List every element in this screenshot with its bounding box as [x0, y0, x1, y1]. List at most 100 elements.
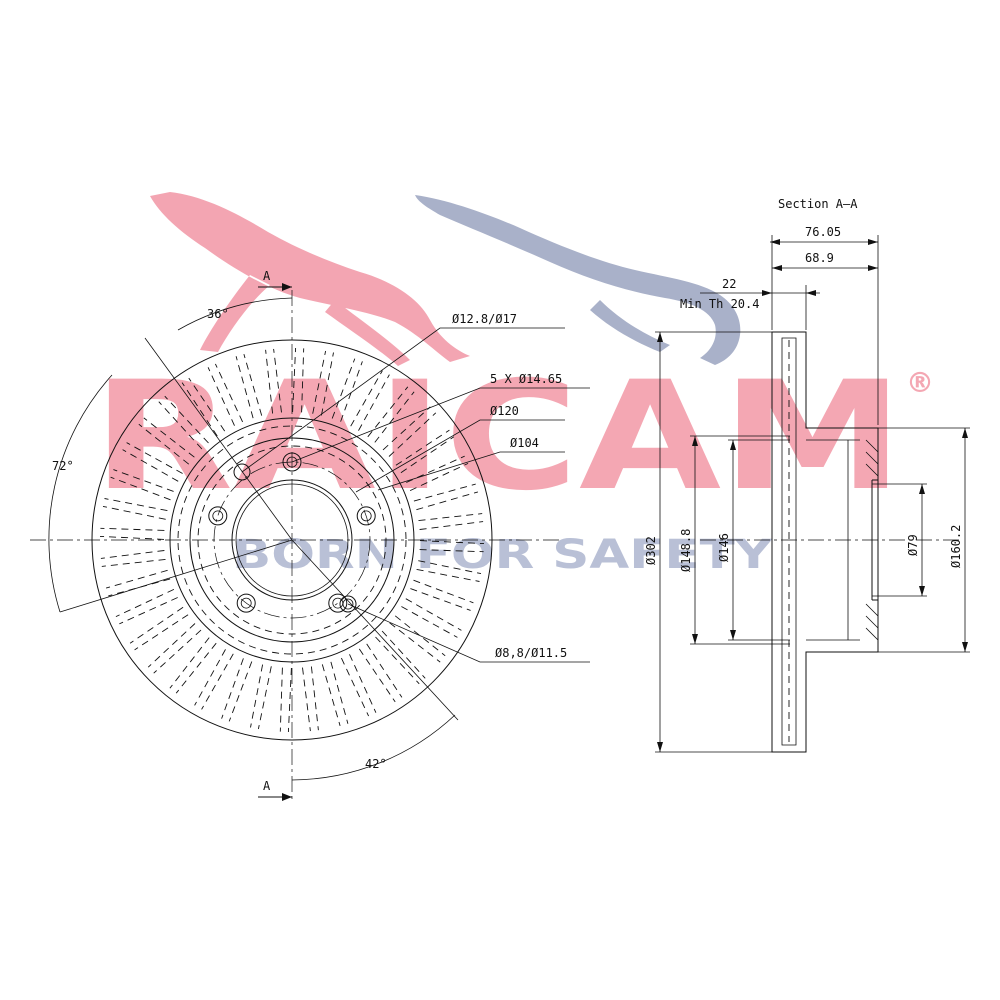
bolt-hole-inner: [286, 456, 298, 468]
hat-inner: [189, 437, 395, 643]
vane-line: [375, 636, 420, 685]
vane-line: [416, 568, 480, 582]
bolt-hole: [356, 506, 376, 526]
dim-min-th-label: Min Th 20.4: [680, 297, 759, 311]
vane-line: [108, 578, 171, 597]
leader-bolt-holes: [291, 387, 590, 463]
vane-line: [99, 535, 165, 540]
section-marker-top: A: [263, 269, 271, 283]
vane-line: [122, 449, 179, 482]
vane-line: [410, 588, 471, 611]
angle-42-label: 42°: [365, 757, 387, 771]
vane-line: [400, 436, 455, 474]
bolt-hole-inner: [360, 510, 372, 522]
dim-302-arrow-t: [657, 332, 663, 342]
vane-line: [287, 667, 292, 733]
angle-72-label: 72°: [52, 459, 74, 473]
vane-line: [113, 469, 174, 492]
vane-line: [243, 353, 263, 416]
section-marker-bottom: A: [263, 779, 271, 793]
dim-148-label: Ø148.8: [679, 529, 693, 572]
ventilation-vanes: [99, 347, 485, 733]
vane-line: [388, 412, 437, 457]
blue-cat-logo-icon: [415, 195, 741, 365]
angle-42-leg: [291, 539, 459, 721]
dim-22-label: 22: [722, 277, 736, 291]
label-pcd: Ø120: [490, 404, 519, 418]
dim-79-arrow-b: [919, 586, 925, 596]
hatch-marks: [865, 439, 879, 641]
vane-line: [374, 391, 415, 443]
angle-72-leg: [59, 539, 293, 613]
angle-42-arc: [291, 714, 456, 781]
vane-line: [405, 598, 462, 631]
vane-line: [395, 429, 450, 466]
vane-line: [340, 657, 370, 717]
dim-148-arrow-b: [692, 634, 698, 644]
vane-line: [394, 615, 446, 657]
dim-76-label: 76.05: [805, 225, 841, 239]
section-arrow-bottom-head: [282, 793, 292, 801]
angle-36-arc: [177, 297, 293, 331]
vane-line: [358, 374, 390, 431]
section-title: Section A–A: [778, 197, 858, 211]
vane-line: [181, 382, 218, 437]
dim-160-arrow-b: [962, 642, 968, 652]
vane-line: [413, 579, 474, 604]
vane-line: [302, 667, 311, 732]
disc-outer-edge: [91, 339, 493, 741]
vane-line: [358, 648, 396, 703]
vane-line: [292, 347, 297, 413]
friction-ring-inner: [169, 417, 415, 663]
vane-line: [382, 406, 431, 451]
vane-line: [389, 622, 441, 663]
vane-line: [143, 417, 195, 458]
vane-line: [188, 377, 226, 432]
label-hole-a: Ø12.8/Ø17: [452, 312, 517, 326]
vane-line: [169, 637, 210, 689]
leader-hub: [377, 451, 565, 491]
vane-line: [104, 498, 168, 512]
vane-line: [100, 550, 165, 559]
dim-76-arrow-l: [770, 239, 780, 245]
vane-line: [330, 661, 349, 724]
vane-line: [201, 653, 234, 710]
vent-channel: [781, 337, 797, 746]
leader-hole-a: [241, 327, 565, 473]
dim-79-arrow-t: [919, 484, 925, 494]
vane-line: [418, 560, 482, 575]
vane-line: [214, 363, 244, 423]
leader-pcd: [355, 419, 565, 493]
dim-146-label: Ø146: [717, 533, 731, 562]
dim-76-arrow-r: [868, 239, 878, 245]
vane-line: [228, 661, 253, 722]
dim-68-arrow-l: [772, 265, 782, 271]
dim-22-arrow-l2: [806, 290, 816, 296]
vane-line: [250, 664, 264, 728]
vane-line: [349, 654, 377, 713]
centre-bore-chamfer: [235, 483, 349, 597]
vane-line: [406, 455, 465, 483]
dim-79-label: Ø79: [906, 534, 920, 556]
vane-line: [331, 358, 356, 419]
vane-line: [419, 521, 484, 530]
bolt-hole: [328, 593, 348, 613]
registered-mark: ®: [906, 366, 934, 399]
section-view: Section A–A 76.05 68.9 22 Min Th 20.4: [644, 197, 970, 753]
bolt-hole-inner: [212, 510, 224, 522]
vane-line: [153, 629, 202, 674]
centre-bore: [231, 479, 353, 601]
vane-line: [119, 597, 178, 625]
vane-line: [175, 642, 217, 694]
angle-36-leg: [144, 337, 293, 541]
label-small-holes: Ø8,8/Ø11.5: [495, 646, 567, 660]
small-hole-upper: [233, 463, 251, 481]
vane-line: [367, 386, 409, 438]
vane-line: [401, 606, 458, 638]
dim-160-label: Ø160.2: [949, 525, 963, 568]
vane-line: [129, 606, 184, 644]
vane-line: [105, 569, 168, 589]
vane-line: [194, 649, 226, 706]
vane-line: [265, 349, 274, 414]
dim-160-arrow-t: [962, 428, 968, 438]
